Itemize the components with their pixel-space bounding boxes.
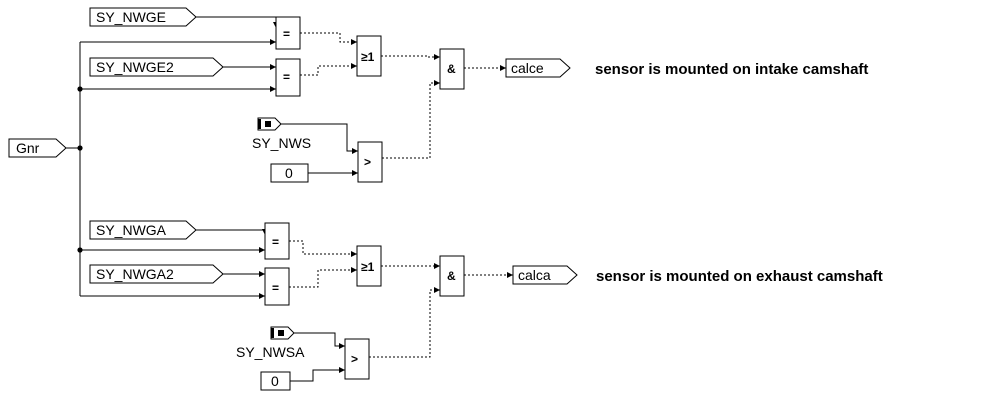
equality-gate <box>275 16 301 50</box>
equality-gate <box>264 267 290 306</box>
flag-marker <box>258 119 261 129</box>
arrowhead <box>500 65 506 71</box>
gate-symbol: = <box>272 235 279 249</box>
gate-and-intake: & <box>439 48 465 90</box>
equality-gate <box>275 58 301 97</box>
constant-box <box>270 163 309 183</box>
input-label-sy-nwsa: SY_NWSA <box>236 344 305 360</box>
gate-eq-2: = <box>275 58 301 97</box>
arrowhead <box>351 63 357 69</box>
output-label-calce: calce <box>511 60 544 76</box>
arrowhead <box>434 80 440 86</box>
arrowhead <box>259 271 265 277</box>
gate-symbol: > <box>351 352 358 366</box>
output-calce: calce <box>505 58 571 78</box>
output-flag <box>512 265 578 285</box>
constant-intake: 0 <box>270 163 309 183</box>
input-flag <box>89 220 197 240</box>
junction-dot <box>77 247 83 253</box>
arrowhead <box>270 39 276 45</box>
wires <box>66 16 513 382</box>
junction-dot <box>77 86 83 92</box>
arrowhead <box>507 272 513 278</box>
constant-box <box>260 371 291 391</box>
gate-symbol: = <box>283 70 290 84</box>
input-sy-nwge2: SY_NWGE2 <box>89 57 224 77</box>
input-flag <box>89 7 197 27</box>
arrowhead <box>351 39 357 45</box>
arrowhead <box>270 86 276 92</box>
junction-dot <box>77 145 83 151</box>
gate-symbol: > <box>364 155 371 169</box>
arrowhead <box>351 251 357 257</box>
gate-eq-3: = <box>264 222 290 260</box>
gate-symbol: & <box>447 62 456 76</box>
input-label-sy-nwga: SY_NWGA <box>96 222 167 238</box>
and-gate <box>439 48 465 90</box>
input-label-gnr: Gnr <box>16 140 40 156</box>
gate-or-exhaust: ≥1 <box>356 245 382 287</box>
arrowhead <box>259 293 265 299</box>
input-label-sy-nwge2: SY_NWGE2 <box>96 59 174 75</box>
greater-than-gate <box>344 338 370 380</box>
gate-symbol: & <box>447 269 456 283</box>
equality-gate <box>264 222 290 260</box>
arrowhead <box>339 343 345 349</box>
and-gate <box>439 255 465 297</box>
output-label-calca: calca <box>518 267 551 283</box>
input-flag <box>89 264 224 284</box>
gate-symbol: = <box>283 27 290 41</box>
gate-symbol: ≥1 <box>361 260 375 274</box>
constant-exhaust: 0 <box>260 371 291 391</box>
constant-label: 0 <box>285 165 293 181</box>
greater-than-gate <box>357 141 383 183</box>
gate-eq-1: = <box>275 16 301 50</box>
input-flag <box>89 57 224 77</box>
input-gnr: Gnr <box>8 138 67 158</box>
note-exhaust: sensor is mounted on exhaust camshaft <box>596 268 883 285</box>
input-flag <box>8 138 67 158</box>
gate-symbol: = <box>272 281 279 295</box>
arrowhead <box>351 267 357 273</box>
flag-marker <box>271 328 274 338</box>
flag-marker <box>265 121 271 127</box>
or-gate <box>356 245 382 287</box>
arrowhead <box>352 170 358 176</box>
gate-symbol: ≥1 <box>361 50 375 64</box>
input-sy-nwge: SY_NWGE <box>89 7 197 27</box>
constant-label: 0 <box>271 373 279 389</box>
output-flag <box>505 58 571 78</box>
output-calca: calca <box>512 265 578 285</box>
arrowhead <box>270 64 276 70</box>
arrowhead <box>259 247 265 253</box>
gate-eq-4: = <box>264 267 290 306</box>
input-label-sy-nwga2: SY_NWGA2 <box>96 266 174 282</box>
gate-or-intake: ≥1 <box>356 35 382 77</box>
input-sy-nws: SY_NWS <box>252 117 311 151</box>
or-gate <box>356 35 382 77</box>
gate-gt-exhaust: > <box>344 338 370 380</box>
arrowhead <box>434 54 440 60</box>
arrowhead <box>434 287 440 293</box>
gate-gt-intake: > <box>357 141 383 183</box>
input-sy-nwga: SY_NWGA <box>89 220 197 240</box>
arrowhead <box>352 148 358 154</box>
input-sy-nwsa: SY_NWSA <box>236 326 305 360</box>
input-label-sy-nwge: SY_NWGE <box>96 9 166 25</box>
junction-dots <box>77 86 83 253</box>
note-intake: sensor is mounted on intake camshaft <box>595 61 868 78</box>
input-label-sy-nws: SY_NWS <box>252 135 311 151</box>
gate-and-exhaust: & <box>439 255 465 297</box>
flag-marker <box>278 330 284 336</box>
arrowhead <box>339 367 345 373</box>
arrowhead <box>434 263 440 269</box>
input-sy-nwga2: SY_NWGA2 <box>89 264 224 284</box>
